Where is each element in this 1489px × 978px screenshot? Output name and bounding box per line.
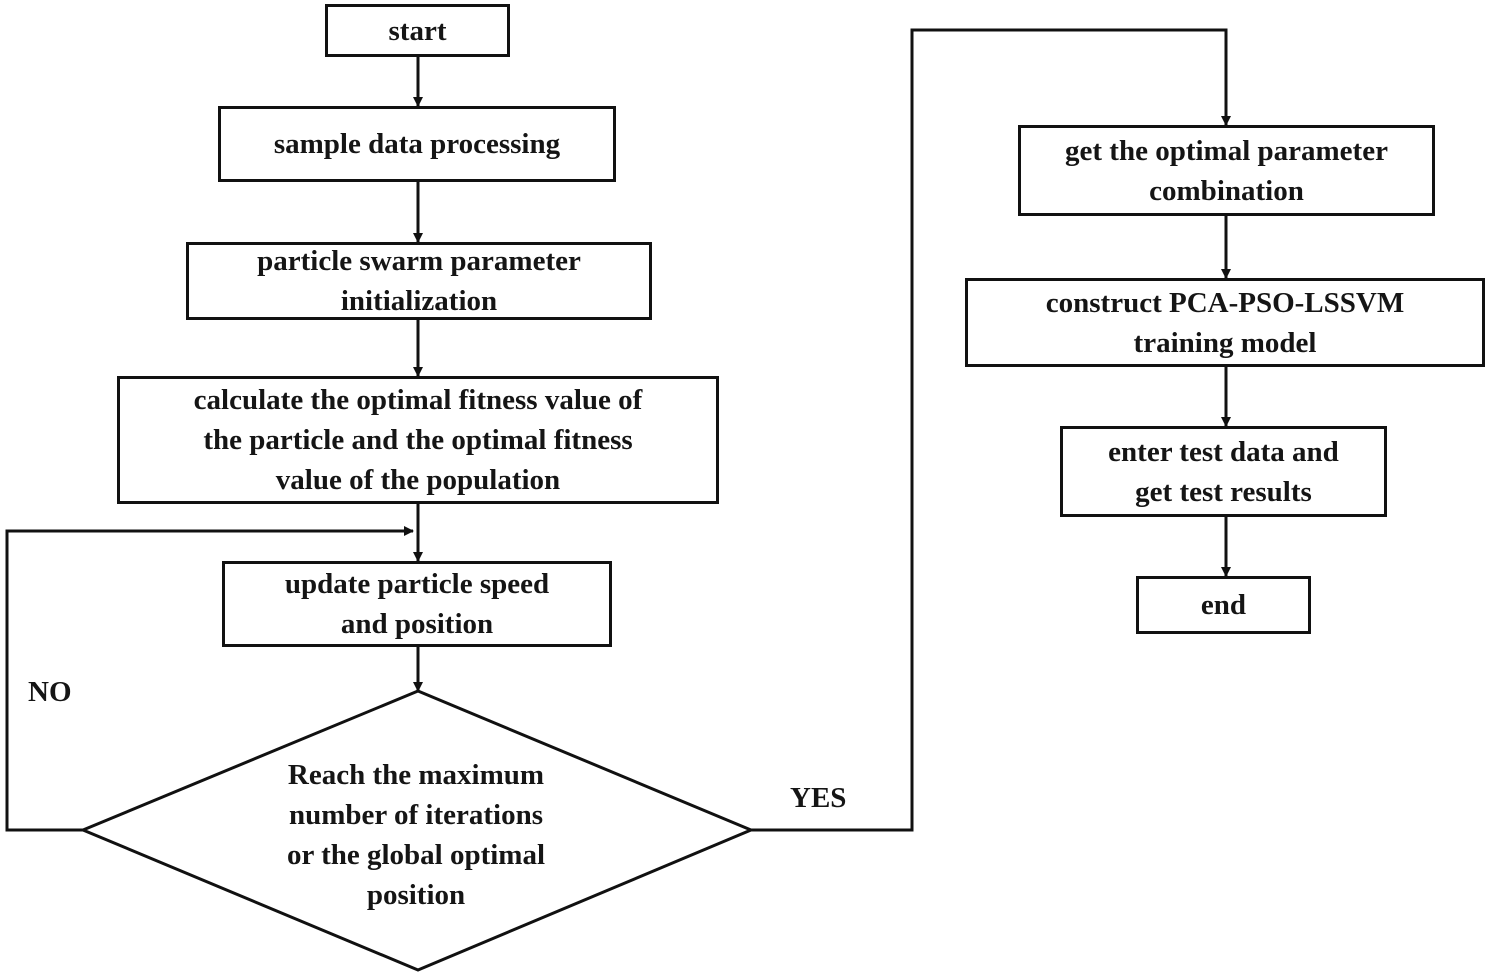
sample-data-processing-box: sample data processing <box>218 106 616 182</box>
decision-diamond <box>79 689 755 972</box>
start-node-label: start <box>388 14 447 47</box>
end-node-label: end <box>1200 589 1247 621</box>
decision-label: Reach the maximum number of iterations o… <box>286 759 546 911</box>
optimal-parameter-box: get the optimal parameter combination <box>1018 125 1435 216</box>
update-particle-box: update particle speed and position <box>222 561 612 647</box>
construct-model-box: construct PCA-PSO-LSSVM training model <box>965 278 1485 367</box>
arrow-no-loop <box>5 526 414 832</box>
start-node: start <box>325 4 510 57</box>
calculate-fitness-label: calculate the optimal fitness value of t… <box>193 384 643 496</box>
pso-initialization-label: particle swarm parameter initialization <box>257 245 581 317</box>
sample-data-processing-label: sample data processing <box>273 128 561 160</box>
no-edge-label: NO <box>28 676 72 708</box>
optimal-parameter-label: get the optimal parameter combination <box>1065 134 1388 207</box>
pso-initialization-box: particle swarm parameter initialization <box>186 242 652 320</box>
construct-model-label: construct PCA-PSO-LSSVM training model <box>1045 286 1405 359</box>
update-particle-label: update particle speed and position <box>284 568 550 640</box>
yes-edge-label: YES <box>790 782 847 814</box>
end-node: end <box>1136 576 1311 634</box>
calculate-fitness-box: calculate the optimal fitness value of t… <box>117 376 719 504</box>
decision-text-container: Reach the maximum number of iterations o… <box>200 752 632 918</box>
test-data-label: enter test data and get test results <box>1108 435 1339 508</box>
test-data-box: enter test data and get test results <box>1060 426 1387 517</box>
arrow-yes-path <box>751 28 1231 832</box>
